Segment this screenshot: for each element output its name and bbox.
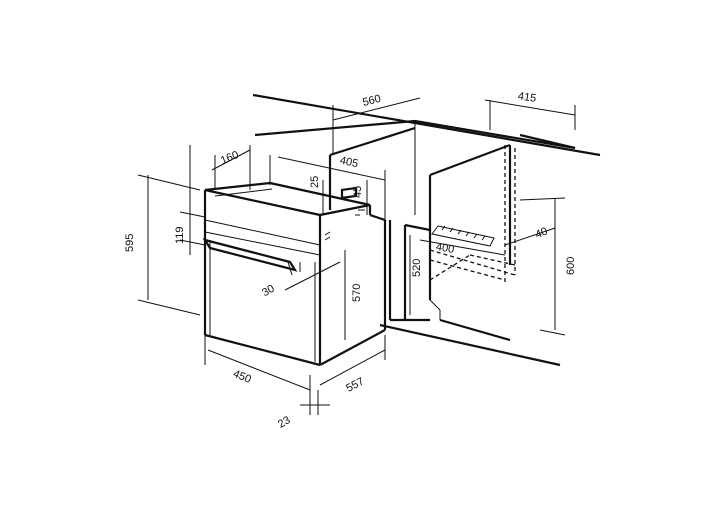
label-25: 25 xyxy=(309,176,321,188)
cabinet-niche xyxy=(252,93,601,367)
dimension-lines xyxy=(137,97,576,415)
label-40: 40 xyxy=(534,225,550,241)
label-600: 600 xyxy=(565,257,577,275)
label-405: 405 xyxy=(339,155,359,171)
label-415: 415 xyxy=(517,90,537,104)
label-23: 23 xyxy=(276,414,293,431)
label-400: 400 xyxy=(435,241,455,256)
oven-body xyxy=(202,181,387,367)
dimension-labels: 560 415 160 405 25 45 595 119 520 600 40… xyxy=(124,90,577,430)
label-119: 119 xyxy=(174,226,186,244)
label-160: 160 xyxy=(219,149,241,167)
label-30: 30 xyxy=(260,283,277,300)
label-520: 520 xyxy=(411,259,423,277)
label-560: 560 xyxy=(361,93,382,109)
label-595: 595 xyxy=(124,234,136,252)
label-570: 570 xyxy=(351,284,363,302)
label-450: 450 xyxy=(231,368,253,386)
label-45: 45 xyxy=(352,186,364,198)
label-557: 557 xyxy=(344,376,366,395)
